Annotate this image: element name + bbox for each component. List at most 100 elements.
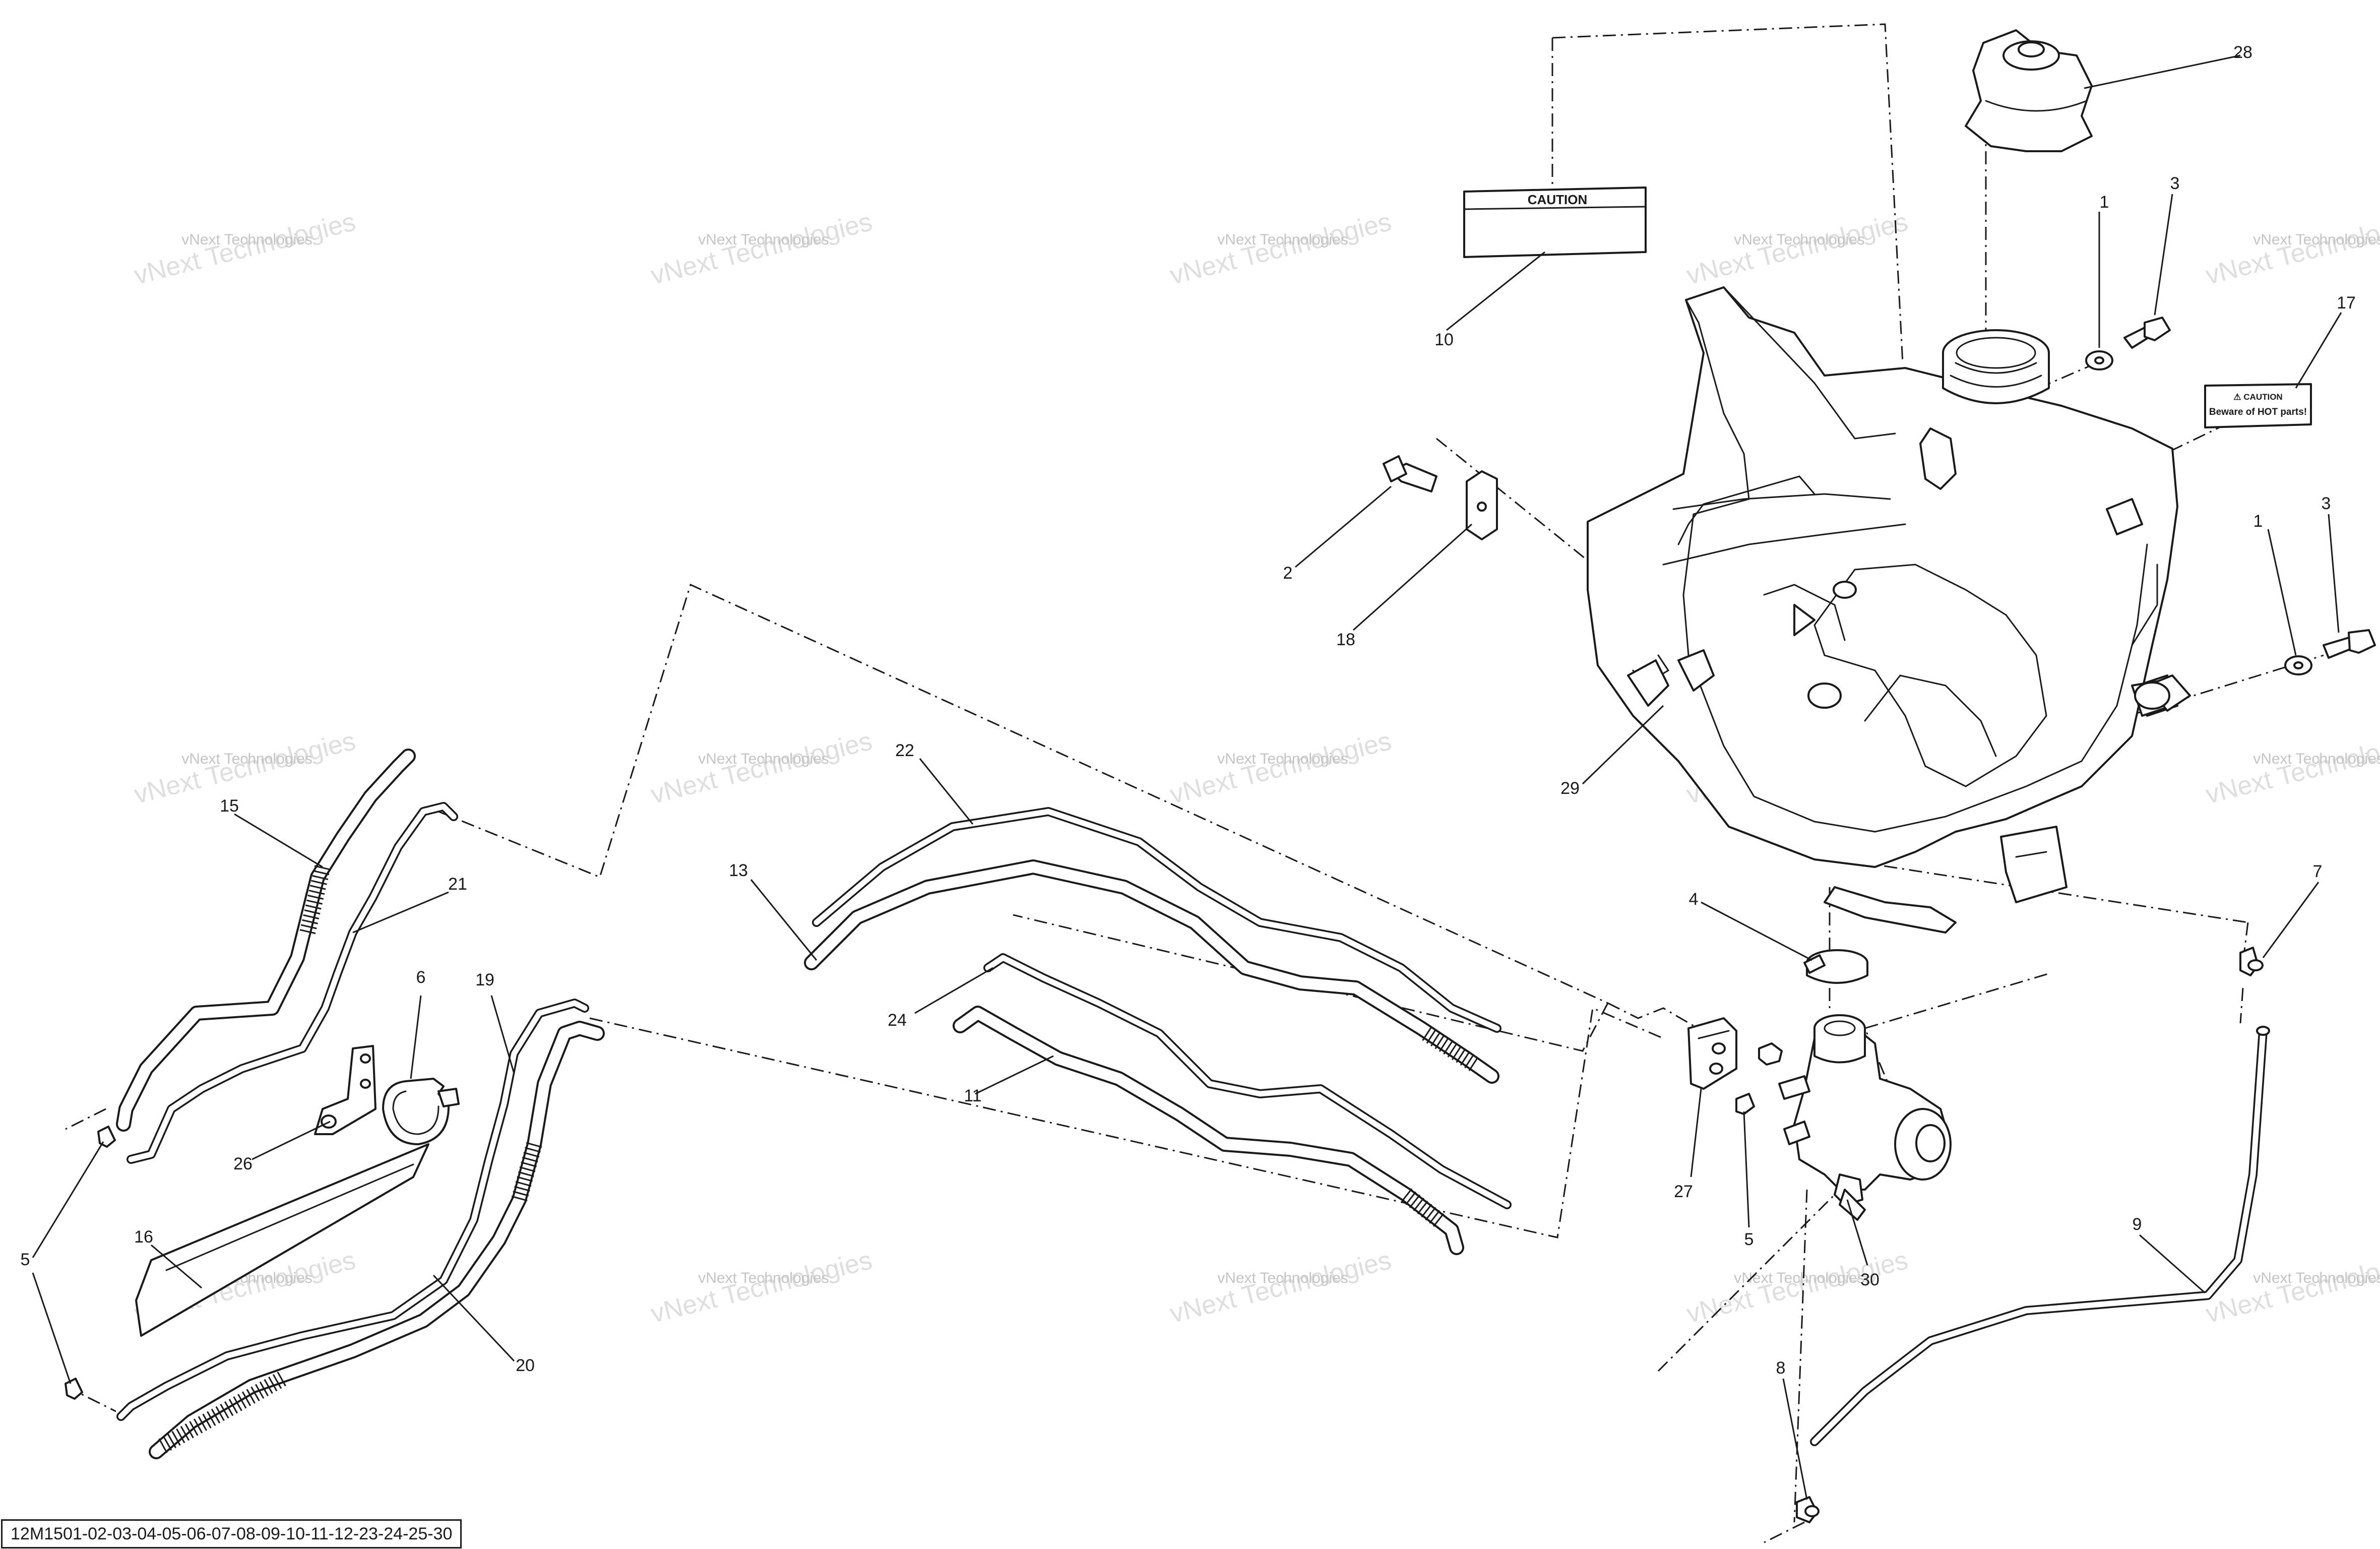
hose-13	[804, 859, 1499, 1084]
watermark-text: vNext Technologies	[1217, 1270, 1348, 1286]
caution-decal: CAUTION	[1463, 187, 1647, 258]
fuel-pump	[1778, 1014, 1952, 1221]
callout-15: 15	[220, 796, 239, 816]
watermark-text: vNext Technologies	[1217, 751, 1348, 767]
callout-11: 11	[964, 1086, 981, 1105]
callout-5-left: 5	[21, 1250, 30, 1269]
callout-4: 4	[1689, 890, 1699, 909]
callout-22: 22	[895, 741, 914, 760]
watermark-text-large: vNext Technologies	[2203, 726, 2380, 810]
callout-7: 7	[2313, 862, 2323, 881]
callout-2: 2	[1283, 564, 1293, 583]
hose-20	[149, 1021, 605, 1459]
callout-28: 28	[2233, 43, 2252, 62]
callout-17: 17	[2337, 293, 2356, 313]
hose-15	[116, 749, 416, 1132]
washer-side	[2284, 655, 2312, 675]
watermark-text: vNext Technologies	[698, 1270, 829, 1286]
pump-bracket	[1687, 1017, 1737, 1090]
watermark-text: vNext Technologies	[181, 751, 312, 767]
hose-clamp-4	[1803, 949, 1868, 984]
hot-decal-text-1: ⚠ CAUTION	[2233, 392, 2282, 402]
clip-5-top-left	[97, 1126, 116, 1148]
callout-24: 24	[888, 1011, 907, 1030]
hot-decal-text-2: Beware of HOT parts!	[2209, 407, 2307, 417]
callout-9: 9	[2133, 1215, 2142, 1234]
watermark-text-large: vNext Technologies	[1167, 726, 1395, 810]
callout-5-right: 5	[1744, 1230, 1754, 1249]
fasteners	[1383, 317, 2376, 675]
hose-21	[127, 802, 458, 1164]
diagram-reference-code: 12M1501-02-03-04-05-06-07-08-09-10-11-12…	[1, 1519, 462, 1548]
hose-9	[1810, 1026, 2270, 1446]
bracket-26	[314, 1045, 377, 1135]
clip-5-bottom-left	[65, 1378, 83, 1400]
watermark-text: vNext Technologies	[2253, 1270, 2380, 1286]
callout-20: 20	[516, 1356, 535, 1375]
leader-lines	[32, 54, 2342, 1500]
watermark-text-large: vNext Technologies	[648, 726, 875, 810]
callout-3-top: 3	[2170, 174, 2180, 193]
watermark-text-large: vNext Technologies	[648, 1246, 875, 1329]
callout-8: 8	[1776, 1358, 1786, 1378]
callout-27: 27	[1674, 1182, 1693, 1201]
bolt-side	[2323, 629, 2376, 659]
watermark-text-large: vNext Technologies	[2203, 207, 2380, 290]
callout-10: 10	[1434, 330, 1454, 349]
caution-decal-text: CAUTION	[1528, 192, 1587, 207]
callout-1-side: 1	[2253, 512, 2263, 531]
watermark-text-large: vNext Technologies	[1684, 207, 1911, 290]
callout-1-top: 1	[2100, 193, 2109, 212]
hose-24	[983, 953, 1512, 1209]
callout-3-side: 3	[2322, 494, 2331, 513]
callout-19: 19	[475, 970, 494, 989]
callout-26: 26	[233, 1154, 253, 1173]
nut-small	[1758, 1042, 1783, 1066]
hose-19	[116, 999, 589, 1421]
watermark-text-large: vNext Technologies	[648, 207, 875, 290]
hose-11	[953, 1006, 1464, 1255]
clip-8	[1796, 1496, 1820, 1523]
bolt-top	[2123, 317, 2171, 349]
watermark-text-large: vNext Technologies	[1167, 1246, 1395, 1329]
watermark-text-large: vNext Technologies	[132, 207, 359, 290]
watermark-text: vNext Technologies	[181, 231, 312, 248]
mounting-plate	[1466, 470, 1498, 540]
washer-top	[2085, 350, 2113, 370]
watermark-text: vNext Technologies	[698, 231, 829, 248]
watermark-text: vNext Technologies	[2253, 751, 2380, 767]
callout-18: 18	[1336, 630, 1355, 649]
watermark-text-large: vNext Technologies	[132, 726, 359, 810]
heat-shield-16	[135, 1143, 429, 1337]
callout-16: 16	[134, 1227, 153, 1247]
callout-30: 30	[1860, 1270, 1880, 1289]
fuel-cap	[1965, 29, 2093, 152]
clip-5-right	[1735, 1093, 1755, 1115]
tank-filler-neck	[1942, 329, 2050, 404]
watermark-text: vNext Technologies	[1734, 231, 1865, 248]
callout-6: 6	[416, 968, 426, 987]
watermark-text: vNext Technologies	[1734, 1270, 1865, 1286]
hose-22	[812, 807, 1501, 1033]
callout-29: 29	[1560, 779, 1580, 798]
callout-21: 21	[448, 875, 467, 894]
watermark-text: vNext Technologies	[2253, 231, 2380, 248]
watermark-text: vNext Technologies	[698, 751, 829, 767]
callout-13: 13	[729, 861, 748, 880]
watermark-text-large: vNext Technologies	[1167, 207, 1395, 290]
hose-clamp-6	[382, 1078, 460, 1145]
fuel-tank	[1587, 286, 2191, 934]
